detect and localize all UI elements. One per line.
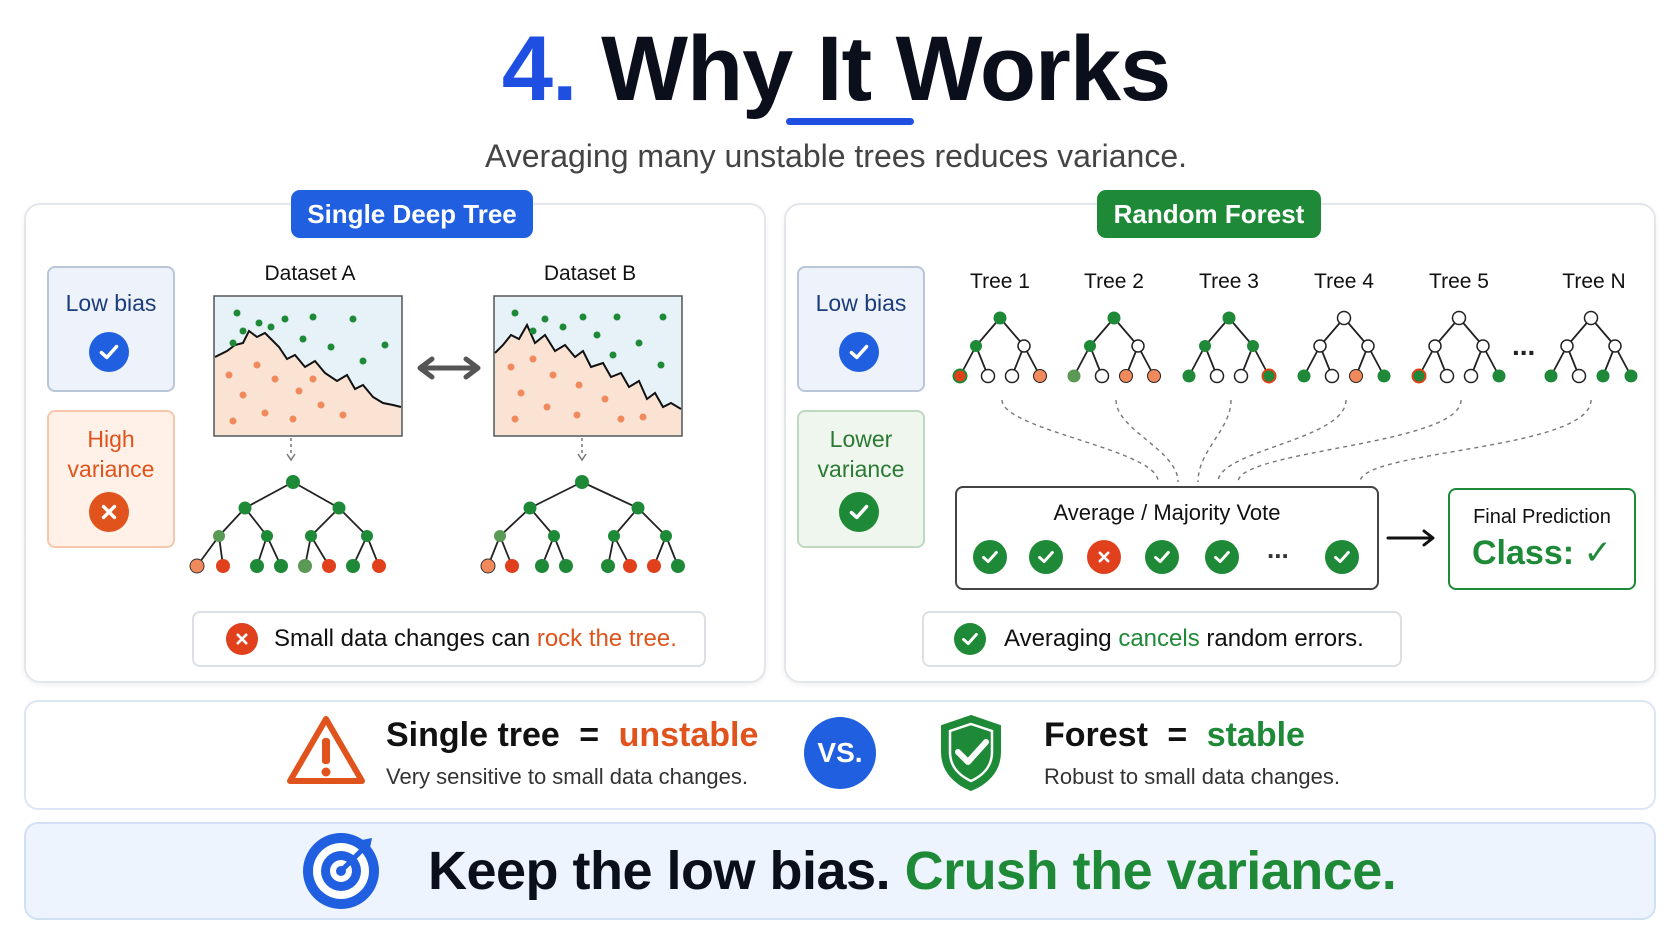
- vs-badge: VS.: [804, 717, 876, 789]
- vs-text: VS.: [817, 737, 863, 768]
- tree-4-label: Tree 4: [1314, 270, 1374, 293]
- right-note-suffix: random errors.: [1199, 625, 1364, 652]
- title-underline: [786, 118, 914, 125]
- equals-sign: =: [579, 716, 600, 754]
- vote-check-icon: [1325, 540, 1359, 574]
- left-low-bias-tag: Low bias: [47, 266, 175, 392]
- forest-label-text: Forest: [1044, 716, 1148, 754]
- check-icon: [839, 332, 879, 372]
- tree-5-label: Tree 5: [1429, 270, 1489, 293]
- right-note: Averaging cancels random errors.: [922, 611, 1402, 667]
- check-icon: [89, 332, 129, 372]
- tree-b-diagram: [480, 438, 685, 574]
- dataset-b-label: Dataset B: [543, 262, 637, 285]
- takeaway-text: Keep the low bias. Crush the variance.: [428, 840, 1397, 902]
- title-text: Why It Works: [601, 18, 1171, 120]
- unstable-text: unstable: [618, 716, 759, 754]
- cross-icon: [226, 623, 258, 655]
- vote-check-icon: [1145, 540, 1179, 574]
- left-note-highlight: rock the tree.: [536, 625, 677, 652]
- right-low-bias-tag: Low bias: [797, 266, 925, 392]
- trees-ellipsis: ...: [1512, 330, 1536, 361]
- lower-variance-text: Lower variance: [817, 426, 905, 482]
- random-forest-label: Random Forest: [1097, 190, 1321, 238]
- vote-check-icon: [973, 540, 1007, 574]
- forest-desc: Robust to small data changes.: [1044, 764, 1340, 789]
- vote-check-icon: [1029, 540, 1063, 574]
- dataset-a-label: Dataset A: [264, 262, 356, 285]
- warning-icon: [287, 716, 365, 784]
- single-tree-statement: Single tree = unstable: [386, 716, 758, 755]
- check-icon: [954, 623, 986, 655]
- vote-check-icon: [1205, 540, 1239, 574]
- high-variance-text: High variance: [67, 426, 155, 482]
- equals-sign: =: [1167, 716, 1188, 754]
- shield-check-icon: [941, 714, 1001, 792]
- section-number: 4.: [501, 18, 578, 120]
- stable-text: stable: [1206, 716, 1305, 754]
- tree-a-diagram: [189, 438, 386, 574]
- tree-1-label: Tree 1: [970, 270, 1030, 293]
- lower-variance-tag: Lower variance: [797, 410, 925, 548]
- takeaway-part-1: Keep the low bias.: [428, 841, 891, 901]
- single-tree-label: Single Deep Tree: [291, 190, 533, 238]
- tree-2-label: Tree 2: [1084, 270, 1144, 293]
- double-arrow-icon: [417, 356, 481, 380]
- subtitle: Averaging many unstable trees reduces va…: [484, 138, 1188, 174]
- majority-vote-box: Average / Majority Vote ...: [955, 486, 1379, 590]
- final-prediction-box: Final Prediction Class: ✓: [1448, 488, 1636, 590]
- dataset-b-scatter: [493, 295, 683, 437]
- takeaway-banner: [24, 822, 1656, 920]
- high-variance-tag: High variance: [47, 410, 175, 548]
- target-icon: [303, 833, 379, 909]
- single-tree-desc: Very sensitive to small data changes.: [386, 764, 748, 789]
- final-class: Class: ✓: [1472, 534, 1612, 572]
- final-title: Final Prediction: [1473, 506, 1611, 528]
- vote-ellipsis: ...: [1267, 534, 1289, 564]
- right-note-prefix: Averaging: [1004, 625, 1119, 652]
- right-arrow-icon: [1386, 529, 1435, 547]
- forest-trees-diagram: [952, 310, 1638, 483]
- tree-n-label: Tree N: [1562, 270, 1626, 293]
- random-forest-panel: [784, 203, 1656, 683]
- tree-3-label: Tree 3: [1199, 270, 1259, 293]
- low-bias-text: Low bias: [65, 290, 157, 316]
- dataset-a-scatter: [213, 295, 403, 437]
- check-icon: [839, 492, 879, 532]
- cross-icon: [89, 492, 129, 532]
- page-title: 4. Why It Works: [0, 14, 1672, 124]
- takeaway-part-2: Crush the variance.: [904, 841, 1397, 901]
- vote-cross-icon: [1087, 540, 1121, 574]
- left-note: Small data changes can rock the tree.: [192, 611, 706, 667]
- single-tree-label-text: Single tree: [386, 716, 560, 754]
- forest-statement: Forest = stable: [1044, 716, 1305, 755]
- right-note-highlight: cancels: [1118, 625, 1200, 652]
- vote-title: Average / Majority Vote: [1053, 500, 1281, 525]
- low-bias-text: Low bias: [815, 290, 907, 316]
- left-note-text: Small data changes can: [274, 625, 537, 652]
